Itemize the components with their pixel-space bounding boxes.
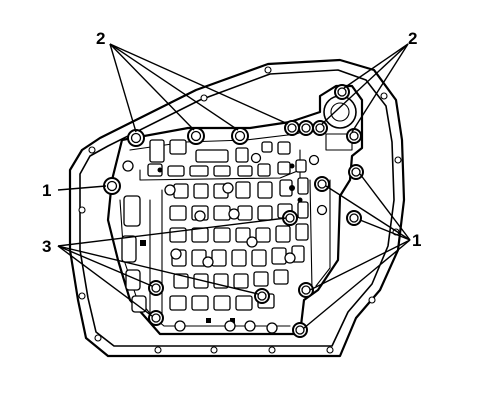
bolt [298,282,314,298]
bolt [148,280,164,296]
bolt [348,164,364,180]
bolt [148,310,164,326]
bolt [314,176,330,192]
small-fasteners [122,152,328,334]
bolt [127,129,145,147]
leader-lines [57,43,411,329]
passage-grid [121,139,309,323]
bolt [231,127,249,145]
bolt [312,120,328,136]
callout-1-mid-left: 1 [42,181,51,200]
bolts-type-1 [103,164,364,338]
case-flange [68,58,406,358]
bolt [254,288,270,304]
bolt [298,120,314,136]
flange-bolt-holes [78,66,402,354]
callout-1-right: 1 [412,231,421,250]
bolt [103,177,121,195]
bolt [292,322,308,338]
callout-2-top-right: 2 [408,29,417,48]
callout-2-top-left: 2 [96,29,105,48]
bolt [187,127,205,145]
bolts-type-3 [148,210,298,326]
bolt [282,210,298,226]
callout-labels: 2 2 1 3 1 [42,29,421,256]
bolt [334,84,350,100]
bolt [284,120,300,136]
bolt [346,210,362,226]
bolt [346,128,362,144]
callout-3-lower-left: 3 [42,237,51,256]
